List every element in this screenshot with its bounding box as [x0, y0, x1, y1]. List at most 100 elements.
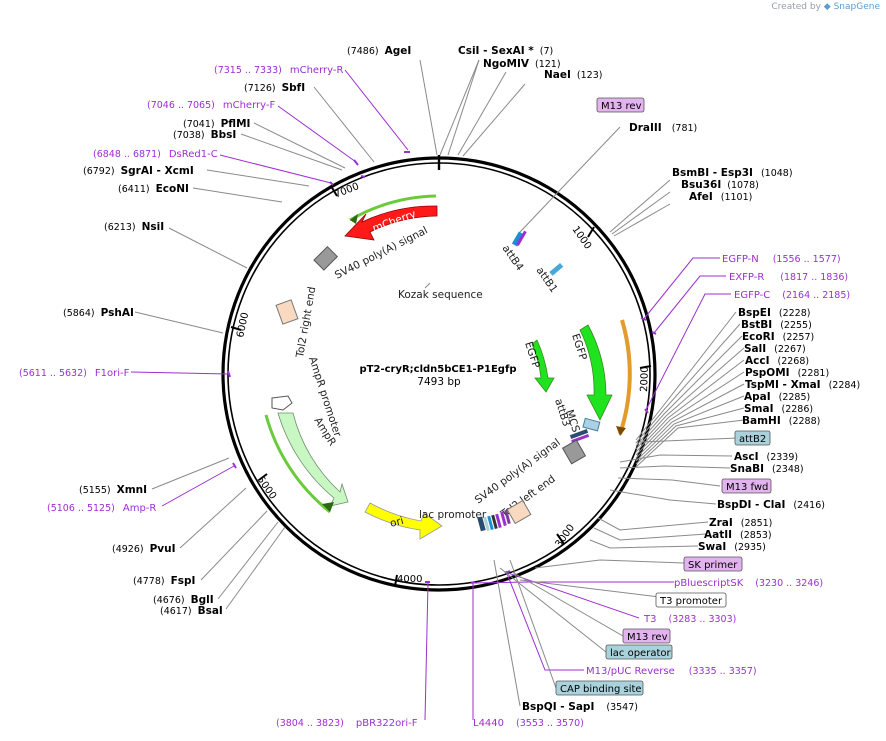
- boxed-label-m13-rev-bottom[interactable]: M13 rev: [622, 628, 671, 644]
- kozak-label: Kozak sequence: [398, 289, 483, 301]
- primer-mcherry-f[interactable]: (7046 .. 7065)mCherry-F: [147, 100, 275, 111]
- boxed-label-lac-operator[interactable]: lac operator: [605, 644, 673, 660]
- enzyme-bgli[interactable]: (4676)BglI: [153, 594, 214, 606]
- primer-dsred1-c[interactable]: (6848 .. 6871)DsRed1-C: [93, 149, 218, 160]
- primer-exfp-r[interactable]: EXFP-R(1817 .. 1836): [729, 272, 848, 283]
- enzyme-econi[interactable]: (6411)EcoNI: [118, 183, 189, 195]
- primer-t3[interactable]: T3(3283 .. 3303): [643, 614, 736, 625]
- tick-label-5000: 5000: [255, 474, 279, 501]
- enzyme-tspmi-xmai[interactable]: TspMI - XmaI(2284): [745, 379, 860, 391]
- primer-egfp-c[interactable]: EGFP-C(2164 .. 2185): [734, 290, 850, 301]
- tick-label-2000: 2000: [639, 366, 651, 392]
- tick-label-1000: 1000: [570, 224, 594, 251]
- sk-primer-text: SK primer: [688, 560, 738, 571]
- attb4-label: attB4: [500, 243, 526, 274]
- enzyme-bamhi[interactable]: BamHI(2288): [742, 415, 820, 427]
- boxed-label-cap-binding-site[interactable]: CAP binding site: [555, 680, 644, 696]
- enzyme-snabi[interactable]: SnaBI(2348): [730, 463, 804, 475]
- enzyme-acci[interactable]: AccI(2268): [745, 355, 809, 367]
- attb2-small-box[interactable]: [582, 417, 601, 432]
- enzyme-bstbi[interactable]: BstBI(2255): [741, 319, 812, 331]
- map-name: pT2-cryR;cldn5bCE1-P1Egfp: [360, 364, 517, 375]
- map-length: 7493 bp: [417, 376, 461, 388]
- mcs-stripe-1: [569, 429, 589, 439]
- enzyme-aatii[interactable]: AatII(2853): [704, 529, 772, 541]
- enzyme-draiii[interactable]: DraIII(781): [629, 122, 697, 134]
- enzyme-bspqi-sapi[interactable]: BspQI - SapI(3547): [522, 701, 638, 713]
- enzyme-xmni[interactable]: (5155)XmnI: [79, 484, 147, 496]
- enzyme-apai[interactable]: ApaI(2285): [744, 391, 810, 403]
- primer-amp-r[interactable]: (5106 .. 5125)Amp-R: [47, 503, 156, 514]
- sv40-polya-box-2[interactable]: [561, 439, 587, 465]
- egfp-orf-arrowhead: [616, 426, 626, 436]
- enzyme-nsii[interactable]: (6213)NsiI: [104, 221, 164, 233]
- tol2-left-end-box[interactable]: [506, 499, 532, 525]
- primer-egfp-n[interactable]: EGFP-N(1556 .. 1577): [722, 254, 841, 265]
- snapgene-logo-icon: ◆: [823, 2, 831, 12]
- enzyme-sgrai-xcmi[interactable]: (6792)SgrAI - XcmI: [83, 165, 194, 177]
- boxed-label-sk-primer[interactable]: SK primer: [683, 556, 743, 572]
- primer-mcherry-r[interactable]: (7315 .. 7333)mCherry-R: [214, 65, 343, 76]
- tick-label-6000: 6000: [235, 311, 251, 338]
- primer-l4440[interactable]: L4440(3553 .. 3570): [473, 718, 584, 729]
- enzyme-bbsi[interactable]: (7038)BbsI: [173, 129, 236, 141]
- boxed-label-m13-rev-top[interactable]: M13 rev: [596, 97, 645, 113]
- boxed-label-t3-promoter[interactable]: T3 promoter: [655, 592, 727, 608]
- attb4-stripe: [516, 230, 527, 246]
- m13-fwd-text: M13 fwd: [726, 482, 768, 493]
- m13-rev-top-text: M13 rev: [601, 101, 642, 112]
- leader-lines-top: [419, 59, 671, 237]
- primer-m13-puc-reverse[interactable]: M13/pUC Reverse(3335 .. 3357): [586, 666, 757, 677]
- enzyme-pflmi[interactable]: (7041)PflMI: [183, 118, 250, 130]
- leader-lines-primers-right: [424, 257, 731, 721]
- mcherry-arrow[interactable]: [344, 205, 438, 241]
- m13-rev-bottom-text: M13 rev: [627, 632, 668, 643]
- enzyme-smai[interactable]: SmaI(2286): [744, 403, 813, 415]
- tol2-right-end-label: Tol2 right end: [294, 286, 318, 360]
- leader-lines-primers-left: [130, 69, 409, 507]
- enzyme-csii-sexai[interactable]: CsiI - SexAI *(7): [458, 45, 553, 57]
- enzyme-bspdi-clai[interactable]: BspDI - ClaI(2416): [717, 499, 825, 511]
- attb1-box[interactable]: [549, 262, 564, 276]
- lac-region-stripes: [477, 509, 511, 532]
- ori-arrow[interactable]: [364, 502, 443, 540]
- sv40-polya-box[interactable]: [313, 245, 339, 271]
- enzyme-sali[interactable]: SalI(2267): [744, 343, 806, 355]
- tick-marks: [230, 185, 652, 587]
- boxed-label-m13-fwd[interactable]: M13 fwd: [721, 478, 772, 494]
- enzyme-asci[interactable]: AscI(2339): [734, 451, 798, 463]
- attb4-box[interactable]: [511, 231, 525, 247]
- enzyme-zrai[interactable]: ZraI(2851): [709, 517, 772, 529]
- ampr-arrow[interactable]: [277, 412, 349, 507]
- enzyme-agei[interactable]: (7486)AgeI: [347, 45, 411, 57]
- enzyme-swai[interactable]: SwaI(2935): [698, 541, 766, 553]
- enzyme-ngomiv[interactable]: NgoMIV(121): [483, 58, 561, 70]
- primer-pbluescriptsk[interactable]: pBluescriptSK(3230 .. 3246): [674, 578, 823, 589]
- enzyme-ecori[interactable]: EcoRI(2257): [742, 331, 814, 343]
- tol2-right-end-box[interactable]: [275, 299, 299, 325]
- enzyme-bsmbi-esp3i[interactable]: BsmBI - Esp3I(1048): [672, 167, 793, 179]
- enzyme-bsai[interactable]: (4617)BsaI: [160, 605, 223, 617]
- enzyme-pshai[interactable]: (5864)PshAI: [63, 307, 134, 319]
- enzyme-pspomi[interactable]: PspOMI(2281): [745, 367, 829, 379]
- credit-brand: SnapGene: [833, 2, 880, 12]
- enzyme-afei[interactable]: AfeI(1101): [689, 191, 752, 203]
- mcherry-orf-arrowhead: [350, 214, 358, 224]
- enzyme-bsu36i[interactable]: Bsu36I(1078): [681, 179, 759, 191]
- enzyme-pvui[interactable]: (4926)PvuI: [112, 543, 176, 555]
- lac-promoter-label: lac promoter: [419, 509, 487, 521]
- ampr-promoter-arrow[interactable]: [271, 395, 293, 411]
- egfp-arrow-outer[interactable]: [579, 324, 613, 421]
- credit-created-by: Created by: [771, 2, 821, 12]
- t3-promoter-text: T3 promoter: [659, 596, 723, 607]
- enzyme-sbfi[interactable]: (7126)SbfI: [244, 82, 305, 94]
- boxed-label-attb2[interactable]: attB2: [734, 430, 771, 446]
- primer-f1ori-f[interactable]: (5611 .. 5632)F1ori-F: [19, 368, 130, 379]
- enzyme-naei[interactable]: NaeI(123): [544, 69, 602, 81]
- primer-pbr322ori-f[interactable]: (3804 .. 3823)pBR322ori-F: [276, 718, 418, 729]
- egfp-arrow-inner[interactable]: [531, 339, 555, 393]
- enzyme-fspi[interactable]: (4778)FspI: [133, 575, 195, 587]
- enzyme-bspei[interactable]: BspEI(2228): [738, 307, 810, 319]
- leader-lines-left: [134, 86, 375, 610]
